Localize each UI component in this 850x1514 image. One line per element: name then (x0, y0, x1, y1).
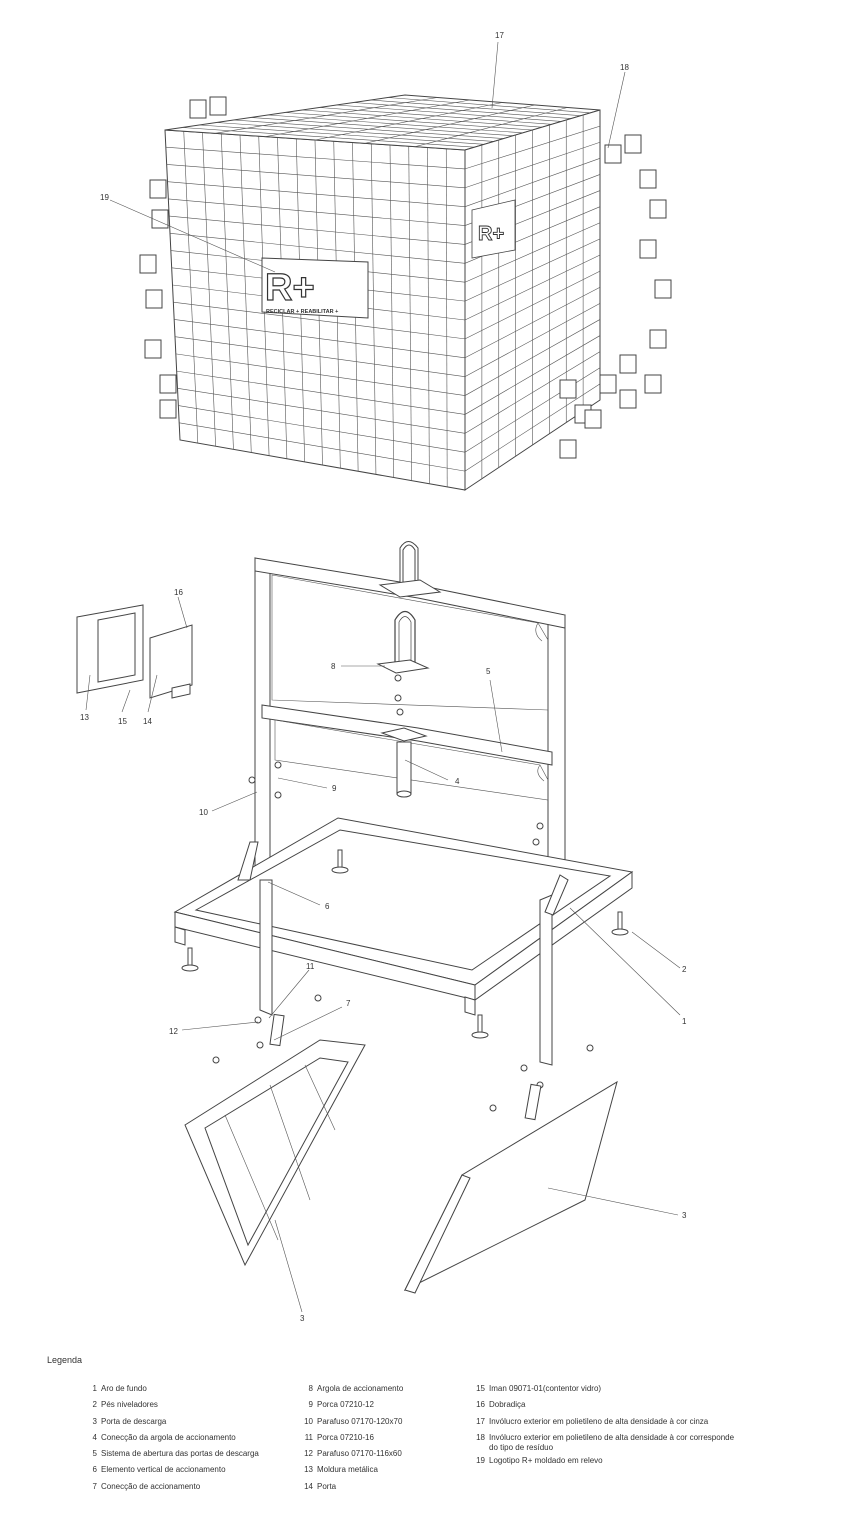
legend-item: 15 Iman 09071-01(contentor vidro) (476, 1381, 776, 1397)
callout-3-left: 3 (300, 1314, 305, 1323)
legend-item: 11 Porca 07210-16 (304, 1430, 474, 1446)
legend-item-number: 3 (92, 1416, 97, 1426)
callout-17: 17 (495, 31, 504, 40)
legend-item-text: Invólucro exterior em polietileno de alt… (489, 1416, 709, 1426)
legend-item-text: Porta de descarga (101, 1416, 167, 1426)
legend-item-number: 15 (476, 1384, 485, 1393)
legend-item-number: 9 (308, 1400, 313, 1410)
legend-item-text: Parafuso 07170-116x60 (317, 1449, 402, 1459)
legend-title: Legenda (47, 1355, 83, 1365)
callout-3-right: 3 (682, 1211, 687, 1220)
legend-item: 8 Argola de accionamento (304, 1381, 474, 1397)
legend-item-number: 8 (308, 1384, 313, 1393)
legend-item: 3 Porta de descarga (88, 1414, 303, 1430)
legend-item-text: Logotipo R+ moldado em relevo (489, 1455, 603, 1465)
legend-item-text: Sistema de abertura das portas de descar… (101, 1449, 259, 1459)
legend-item: 6 Elemento vertical de accionamento (88, 1462, 303, 1478)
legend-item-number: 19 (476, 1455, 485, 1465)
legend-item-number: 10 (304, 1416, 313, 1426)
legend-column-3: 15 Iman 09071-01(contentor vidro) 16 Dobrad… (476, 1381, 776, 1469)
legend-item-text: Dobradiça (489, 1400, 526, 1410)
legend-item-text: Moldura metálica (317, 1465, 378, 1475)
legend-item-number: 4 (92, 1432, 97, 1442)
callout-6: 6 (325, 902, 330, 911)
callout-15: 15 (118, 717, 127, 726)
legend-item-number: 14 (304, 1481, 313, 1491)
legend-item: 19 Logotipo R+ moldado em relevo (476, 1453, 776, 1469)
legend-item: 16 Dobradiça (476, 1397, 776, 1413)
callout-10: 10 (199, 808, 208, 817)
legend-item: 13 Moldura metálica (304, 1462, 474, 1478)
legend-item-text: Porta (317, 1481, 337, 1491)
legend-item-text: Invólucro exterior em polietileno de alt… (489, 1432, 735, 1452)
side-logo-mark: R+ (478, 223, 504, 245)
exploded-assembly-drawing: R+ RECICLAR + REABILITAR + R+ (76, 31, 687, 1323)
legend-item: 18 Invólucro exterior em polietileno de a… (476, 1430, 776, 1453)
callout-12: 12 (169, 1027, 178, 1036)
legend-item: 9 Porca 07210-12 (304, 1397, 474, 1413)
callout-4: 4 (455, 777, 460, 786)
callout-2: 2 (682, 965, 687, 974)
callout-14: 14 (143, 717, 152, 726)
legend-item-text: Argola de accionamento (317, 1384, 404, 1393)
legend-item-number: 7 (92, 1481, 97, 1491)
callout-1: 1 (682, 1017, 687, 1026)
legend-item-text: Iman 09071-01(contentor vidro) (489, 1384, 602, 1393)
legend-item: 14 Porta (304, 1479, 474, 1495)
legend-item: 4 Conecção da argola de accionamento (88, 1430, 303, 1446)
frame-mechanism (76, 541, 634, 1294)
callout-13: 13 (80, 713, 89, 722)
legend-item-text: Porca 07210-16 (317, 1432, 374, 1442)
legend-item-text: Conecção da argola de accionamento (101, 1432, 236, 1442)
leader-lines (85, 41, 681, 1313)
logo-mark: R+ (265, 267, 315, 309)
callout-11: 11 (306, 962, 315, 971)
legend-item-number: 2 (92, 1400, 97, 1410)
legend-item-number: 18 (476, 1432, 485, 1442)
legend-item: 7 Conecção de accionamento (88, 1479, 303, 1495)
legend-item: 1 Aro de fundo (88, 1381, 303, 1397)
legend-item-number: 13 (304, 1465, 313, 1475)
legend-item-text: Pés niveladores (101, 1400, 158, 1410)
callout-labels: 17 18 19 16 13 15 14 8 5 4 9 10 6 2 11 7… (80, 31, 687, 1323)
callout-8: 8 (331, 662, 336, 671)
legend-item: 17 Invólucro exterior em polietileno de a… (476, 1414, 776, 1430)
logo-tagline: RECICLAR + REABILITAR + (266, 309, 338, 315)
legend-item-text: Elemento vertical de accionamento (101, 1465, 226, 1475)
legend-item-number: 5 (92, 1449, 97, 1459)
legend-item-number: 16 (476, 1400, 485, 1410)
legend-item-number: 11 (304, 1432, 313, 1442)
legend-column-1: 1 Aro de fundo 2 Pés niveladores 3 Porta de d… (88, 1381, 303, 1495)
legend-item-number: 6 (92, 1465, 97, 1475)
callout-16: 16 (174, 588, 183, 597)
cube-enclosure: R+ RECICLAR + REABILITAR + R+ (139, 94, 672, 491)
callout-7: 7 (346, 999, 351, 1008)
legend-item-text: Porca 07210-12 (317, 1400, 374, 1410)
legend-column-2: 8 Argola de accionamento 9 Porca 07210-12 10… (304, 1381, 474, 1495)
logo-panel: R+ RECICLAR + REABILITAR + (261, 257, 369, 319)
callout-19: 19 (100, 193, 109, 202)
legend-item-number: 12 (304, 1449, 313, 1459)
legend-item-text: Parafuso 07170-120x70 (317, 1416, 403, 1426)
legend-item-text: Conecção de accionamento (101, 1481, 201, 1491)
legend-item: 5 Sistema de abertura das portas de desca… (88, 1446, 303, 1462)
legend-item: 2 Pés niveladores (88, 1397, 303, 1413)
legend-item-number: 17 (476, 1416, 485, 1426)
legend-item: 10 Parafuso 07170-120x70 (304, 1414, 474, 1430)
callout-9: 9 (332, 784, 337, 793)
callout-5: 5 (486, 667, 491, 676)
legend-item-text: Aro de fundo (101, 1384, 147, 1393)
legend-item: 12 Parafuso 07170-116x60 (304, 1446, 474, 1462)
callout-18: 18 (620, 63, 629, 72)
legend-item-number: 1 (92, 1384, 97, 1393)
